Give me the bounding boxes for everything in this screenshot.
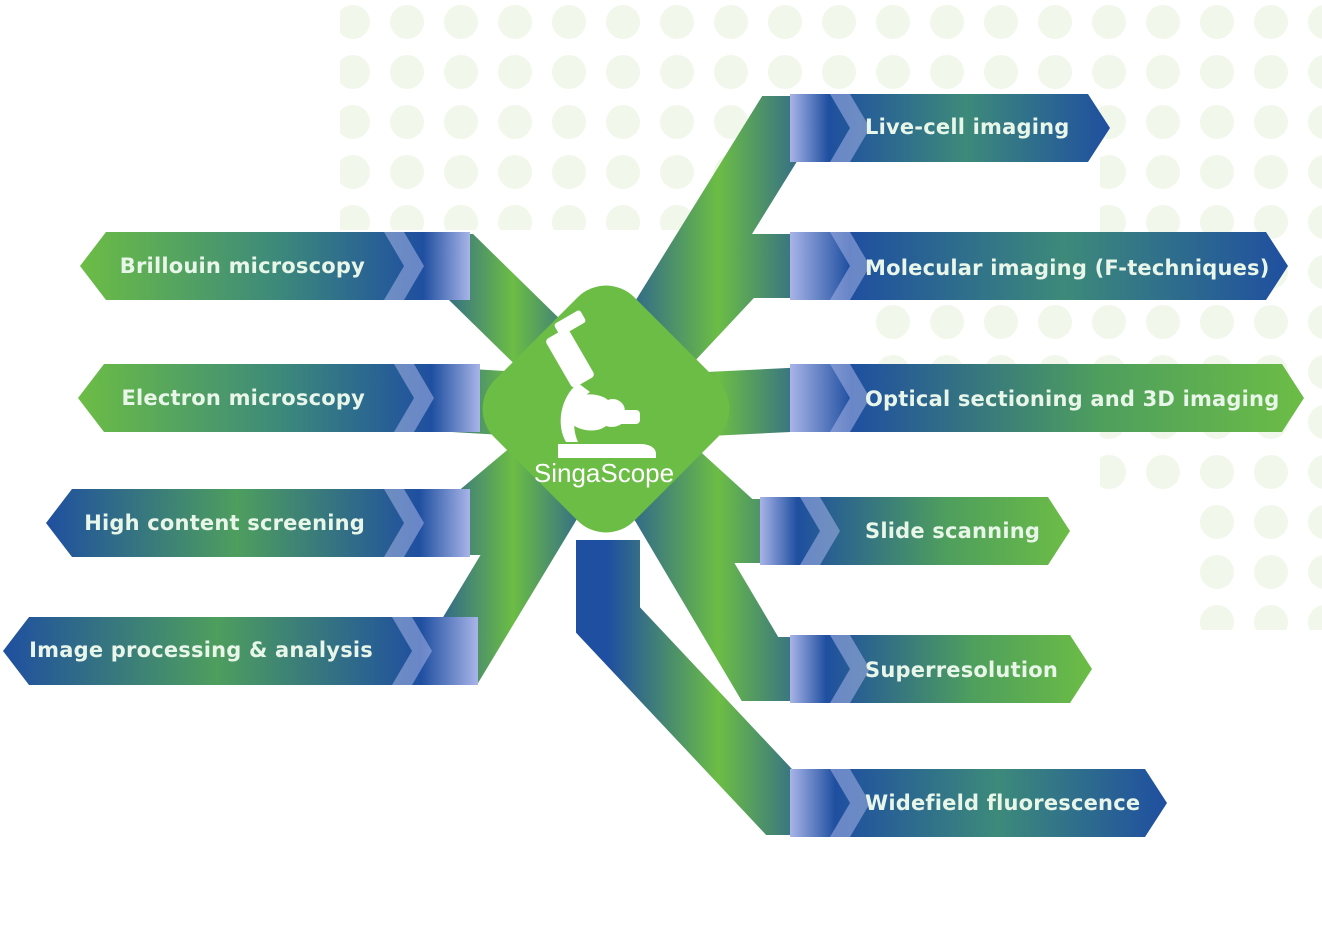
- bar-widefield-chevron: [830, 769, 870, 837]
- bar-high-content: [46, 489, 470, 557]
- bar-slide: [760, 497, 1070, 565]
- label-bar-group: [3, 94, 1304, 837]
- label-live-cell-imaging: Live-cell imaging: [865, 115, 1070, 139]
- label-electron-microscopy: Electron microscopy: [121, 386, 365, 410]
- bar-superres: [790, 635, 1092, 703]
- bar-electron: [78, 364, 480, 432]
- bar-optical: [790, 364, 1304, 432]
- bar-electron-chevron: [394, 364, 434, 432]
- label-molecular-imaging: Molecular imaging (F-techniques): [865, 256, 1270, 280]
- label-image-processing-analysis: Image processing & analysis: [29, 638, 373, 662]
- bar-image-processing: [3, 617, 478, 685]
- label-optical-sectioning: Optical sectioning and 3D imaging: [865, 387, 1280, 411]
- label-superresolution: Superresolution: [865, 658, 1058, 682]
- bar-brillouin-chevron: [384, 232, 424, 300]
- bar-molecular-chevron: [830, 232, 870, 300]
- bar-live-cell-chevron: [830, 94, 870, 162]
- bar-live-cell: [790, 94, 1110, 162]
- background-dots: [340, 0, 1322, 630]
- brand-name: SingaScope: [534, 458, 674, 488]
- label-high-content-screening: High content screening: [84, 511, 365, 535]
- bar-optical-chevron: [830, 364, 870, 432]
- bar-brillouin: [80, 232, 470, 300]
- bar-high-content-chevron: [384, 489, 424, 557]
- microscope-icon: [546, 310, 656, 458]
- bar-widefield: [790, 769, 1167, 837]
- bar-superres-chevron: [830, 635, 870, 703]
- label-slide-scanning: Slide scanning: [865, 519, 1041, 543]
- bar-slide-chevron: [800, 497, 840, 565]
- bar-image-processing-chevron: [392, 617, 432, 685]
- label-widefield-fluorescence: Widefield fluorescence: [865, 791, 1141, 815]
- label-brillouin-microscopy: Brillouin microscopy: [119, 254, 365, 278]
- bar-molecular: [790, 232, 1288, 300]
